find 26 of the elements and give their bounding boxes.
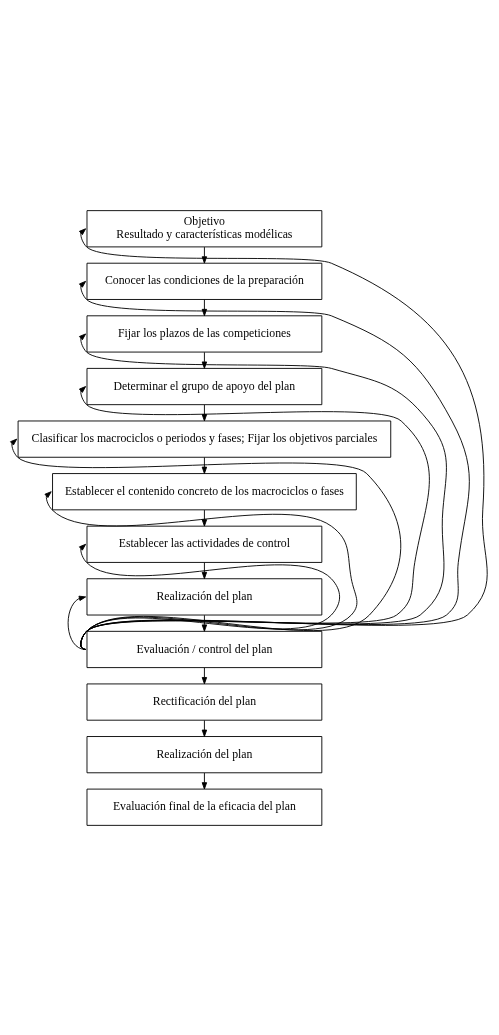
arrow — [78, 333, 447, 650]
arrow — [78, 385, 430, 650]
node-box: Realización del plan — [86, 735, 323, 773]
arrow — [201, 772, 208, 789]
node-box: Evaluación / control del plan — [86, 630, 323, 668]
node-box: Objetivo Resultado y características modélicas — [86, 209, 323, 247]
arrow — [78, 280, 470, 650]
node-box: Rectificación del plan — [86, 682, 323, 721]
arrow — [78, 227, 488, 650]
node-box: Evaluación final de la eficacia del plan — [86, 788, 323, 826]
node-box: Conocer las condiciones de la preparación — [86, 262, 323, 300]
arrow — [201, 666, 208, 684]
arrow — [44, 490, 358, 650]
arrow — [201, 351, 208, 369]
arrow — [201, 719, 208, 737]
node-box: Fijar los plazos de las competiciones — [86, 314, 323, 353]
arrow — [67, 595, 87, 650]
node-box: Determinar el grupo de apoyo del plan — [86, 367, 323, 405]
arrow — [10, 438, 402, 650]
node-box: Realización del plan — [86, 577, 323, 615]
node-box: Establecer las actividades de control — [86, 525, 323, 563]
arrow — [201, 246, 208, 264]
arrow — [78, 543, 341, 650]
node-box: Establecer el contenido concreto de los macrociclos o fases — [52, 472, 357, 510]
arrow — [201, 509, 208, 526]
node-box: Clasificar los macrociclos o periodos y fases; Fijar los objetivos parciales — [17, 420, 392, 458]
